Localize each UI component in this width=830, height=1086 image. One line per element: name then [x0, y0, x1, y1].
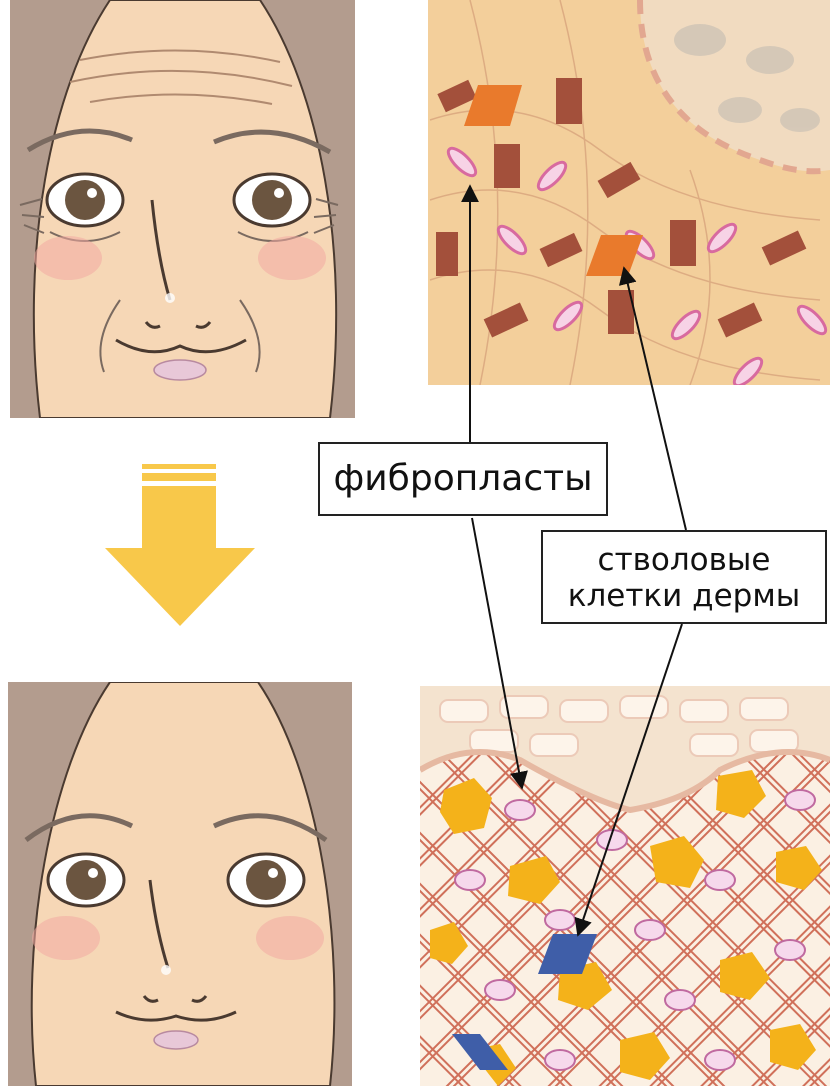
down-arrow-icon: [105, 464, 255, 626]
aging-face-illustration: [10, 0, 355, 418]
stem-cells-label-line1: стволовые: [543, 542, 825, 578]
young-skin-tissue: [420, 686, 830, 1086]
young-face-illustration: [8, 682, 352, 1086]
old-skin-tissue: [428, 0, 830, 390]
stem-cells-label-line2: клетки дермы: [543, 578, 825, 614]
stem-cells-label: стволовые клетки дермы: [541, 530, 827, 624]
fibroblasts-label: фибропласты: [318, 442, 608, 516]
